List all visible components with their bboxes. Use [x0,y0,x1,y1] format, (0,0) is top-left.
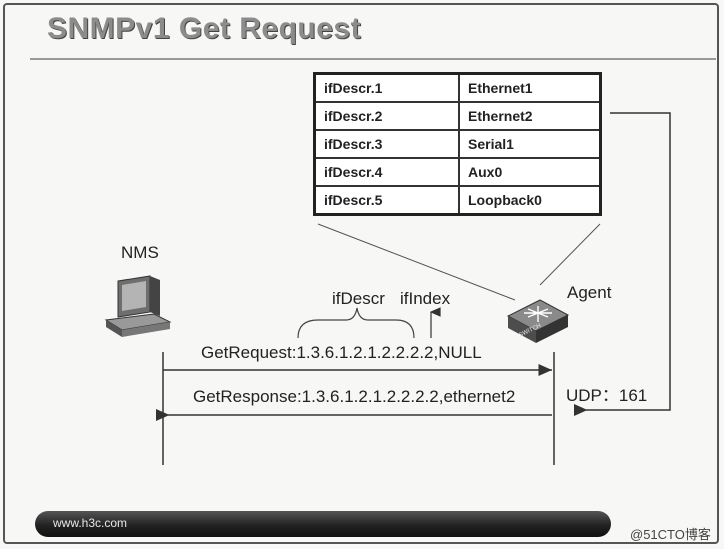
table-value: Serial1 [458,129,602,159]
callout-line-right [539,223,601,286]
table-key: ifDescr.3 [313,129,460,159]
ifdescr-label: ifDescr [332,289,385,308]
title-divider [30,58,716,60]
table-value: Ethernet1 [458,72,602,103]
table-key: ifDescr.5 [313,185,460,216]
mib-table: ifDescr.1 Ethernet1 ifDescr.2 Ethernet2 … [313,72,602,216]
table-row: ifDescr.4 Aux0 [313,157,602,187]
table-value: Ethernet2 [458,101,602,131]
table-value: Aux0 [458,157,602,187]
slide-frame [3,3,719,544]
agent-label: Agent [567,283,612,302]
nms-label: NMS [121,243,159,262]
footer-url[interactable]: www.h3c.com [53,516,128,530]
ifdescr-brace [297,307,415,339]
watermark: @51CTO博客 [630,527,711,542]
table-row: ifDescr.3 Serial1 [313,129,602,159]
request-label: GetRequest:1.3.6.1.2.1.2.2.2.2,NULL [201,343,482,362]
table-row: ifDescr.2 Ethernet2 [313,101,602,131]
ifindex-label: ifIndex [400,289,451,308]
response-label: GetResponse:1.3.6.1.2.1.2.2.2.2,ethernet… [193,387,516,406]
table-key: ifDescr.2 [313,101,460,131]
slide-title: SNMPv1 Get Request [47,12,362,45]
computer-icon [104,275,172,337]
footer-bar: www.h3c.com [35,511,611,537]
table-row: ifDescr.5 Loopback0 [313,185,602,216]
table-row: ifDescr.1 Ethernet1 [313,72,602,103]
table-value: Loopback0 [458,185,602,216]
callout-line-left [317,223,516,301]
table-key: ifDescr.4 [313,157,460,187]
udp-port-label: UDP：161 [566,386,648,405]
response-loop-arrow [574,112,671,416]
switch-icon: SWITCH [506,299,570,343]
